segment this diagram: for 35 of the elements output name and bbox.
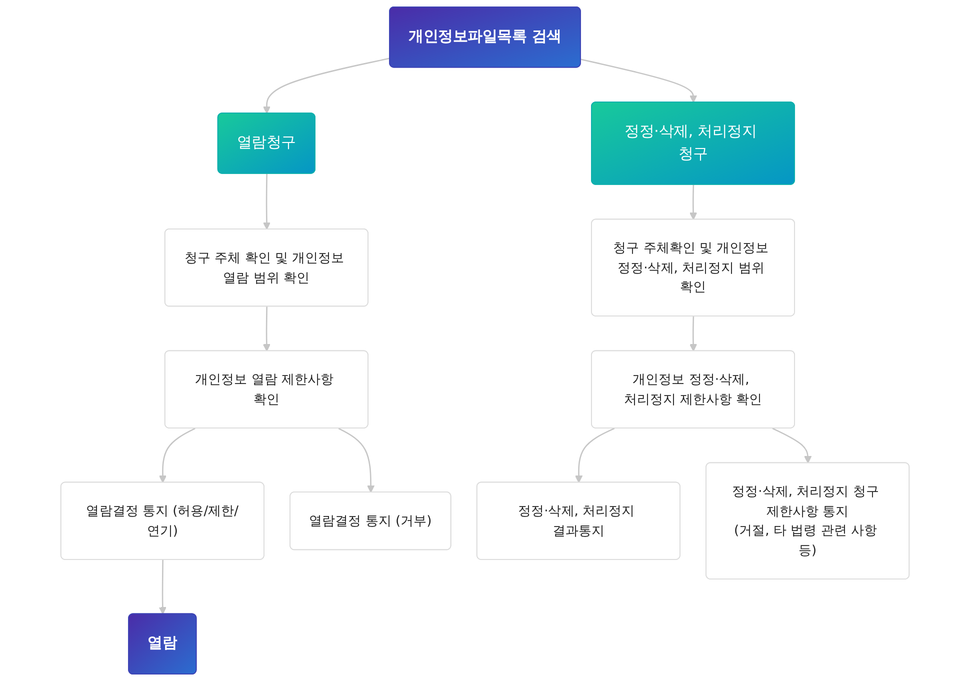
arrow — [689, 184, 698, 220]
step-text: 정정·삭제, 처리정지 청구 제한사항 통지 (거절, 타 법령 관련 사항 등) — [731, 482, 880, 560]
step-text: 청구 주체확인 및 개인정보 정정·삭제, 처리정지 범위 확인 — [612, 239, 770, 297]
step-text: 열람청구 — [236, 132, 296, 154]
request-box — [217, 112, 316, 174]
arrow — [689, 316, 698, 352]
request-box — [591, 102, 795, 185]
arrow — [158, 560, 166, 614]
step-text: 열람결정 통지 (거부) — [309, 512, 432, 530]
process-box — [60, 482, 264, 560]
process-box — [290, 492, 452, 550]
arrow — [772, 428, 812, 464]
step-text: 열람결정 통지 (허용/제한/연기) — [85, 502, 240, 540]
process-box — [591, 218, 795, 316]
process-box — [591, 350, 795, 428]
arrow — [338, 428, 375, 493]
arrow — [158, 428, 196, 483]
step-text: 열람 — [148, 634, 178, 654]
process-box — [476, 482, 680, 560]
start-box — [128, 613, 197, 674]
start-box — [389, 6, 581, 68]
process-box — [164, 228, 368, 307]
arrow — [262, 58, 390, 114]
step-text: 개인정보 정정·삭제, 처리정지 제한사항 확인 — [622, 370, 764, 409]
arrow — [574, 428, 615, 483]
process-box — [164, 350, 368, 428]
step-text: 개인정보 열람 제한사항 확인 — [194, 370, 335, 409]
step-text: 정정·삭제, 처리정지 청구 — [624, 122, 758, 164]
process-box — [706, 462, 910, 580]
arrow — [262, 174, 271, 230]
step-text: 청구 주체 확인 및 개인정보 열람 범위 확인 — [184, 248, 346, 287]
step-text: 정정·삭제, 처리정지 결과통지 — [517, 502, 636, 540]
arrow — [580, 58, 698, 103]
step-text: 개인정보파일목록 검색 — [408, 26, 562, 48]
arrow — [262, 306, 270, 352]
